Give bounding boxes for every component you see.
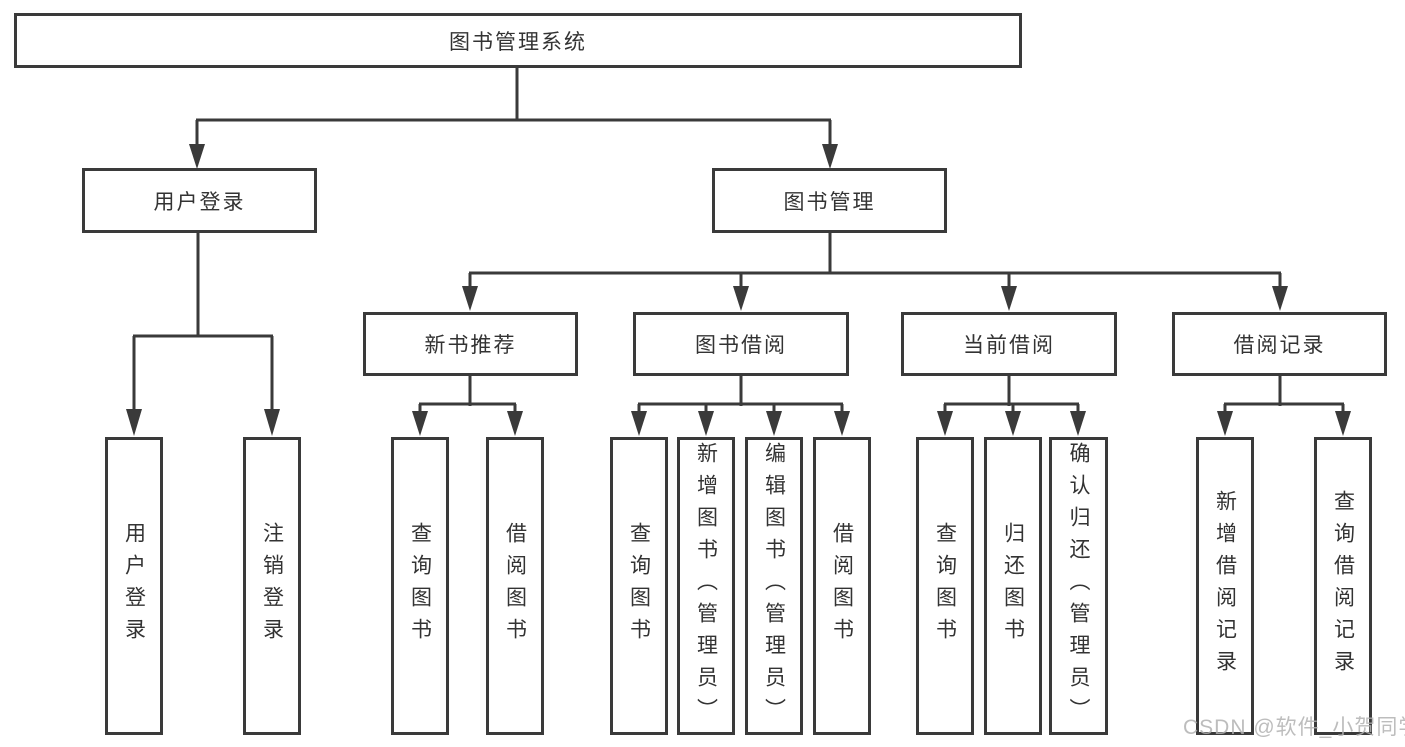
node-library-management-system: 图书管理系统 bbox=[14, 13, 1022, 68]
node-label: 图书管理系统 bbox=[449, 30, 587, 54]
leaf-borrow-book-borrowing: 借阅图书 bbox=[813, 437, 871, 735]
node-label: 借阅记录 bbox=[1233, 334, 1326, 357]
node-user-login: 用户登录 bbox=[82, 168, 317, 233]
leaf-label: 注销登录 bbox=[260, 522, 284, 650]
leaf-label: 查询图书 bbox=[627, 522, 651, 650]
leaf-label: 借阅图书 bbox=[503, 522, 527, 650]
leaf-label: 新增借阅记录 bbox=[1213, 490, 1237, 682]
node-borrowing-records: 借阅记录 bbox=[1172, 312, 1387, 376]
leaf-add-book-admin: 新增图书（管理员） bbox=[677, 437, 735, 735]
node-book-borrowing: 图书借阅 bbox=[633, 312, 849, 376]
node-new-book-recommendation: 新书推荐 bbox=[363, 312, 578, 376]
leaf-confirm-return-admin: 确认归还（管理员） bbox=[1049, 437, 1108, 735]
node-label: 图书借阅 bbox=[695, 334, 787, 357]
node-label: 当前借阅 bbox=[963, 334, 1055, 357]
leaf-query-borrow-record: 查询借阅记录 bbox=[1314, 437, 1372, 735]
leaf-return-book: 归还图书 bbox=[984, 437, 1042, 735]
leaf-label: 确认归还（管理员） bbox=[1067, 442, 1090, 730]
leaf-borrow-book-recommend: 借阅图书 bbox=[486, 437, 544, 735]
leaf-label: 借阅图书 bbox=[830, 522, 854, 650]
leaf-query-book-current: 查询图书 bbox=[916, 437, 974, 735]
leaf-query-book-recommend: 查询图书 bbox=[391, 437, 449, 735]
csdn-watermark: CSDN @软件_小贺同学 bbox=[1183, 716, 1405, 739]
leaf-label: 新增图书（管理员） bbox=[694, 442, 718, 730]
node-label: 图书管理 bbox=[783, 190, 876, 214]
leaf-label: 查询图书 bbox=[408, 522, 432, 650]
leaf-label: 查询图书 bbox=[933, 522, 957, 650]
leaf-label: 查询借阅记录 bbox=[1331, 490, 1355, 682]
node-label: 新书推荐 bbox=[424, 334, 517, 357]
node-label: 用户登录 bbox=[153, 190, 246, 214]
leaf-edit-book-admin: 编辑图书（管理员） bbox=[745, 437, 803, 735]
leaf-logout: 注销登录 bbox=[243, 437, 301, 735]
node-book-management: 图书管理 bbox=[712, 168, 947, 233]
leaf-add-borrow-record: 新增借阅记录 bbox=[1196, 437, 1254, 735]
leaf-label: 用户登录 bbox=[122, 522, 146, 650]
leaf-query-book-borrowing: 查询图书 bbox=[610, 437, 668, 735]
leaf-label: 编辑图书（管理员） bbox=[762, 442, 786, 730]
leaf-label: 归还图书 bbox=[1001, 522, 1025, 650]
leaf-user-login: 用户登录 bbox=[105, 437, 163, 735]
node-current-borrowing: 当前借阅 bbox=[901, 312, 1117, 376]
